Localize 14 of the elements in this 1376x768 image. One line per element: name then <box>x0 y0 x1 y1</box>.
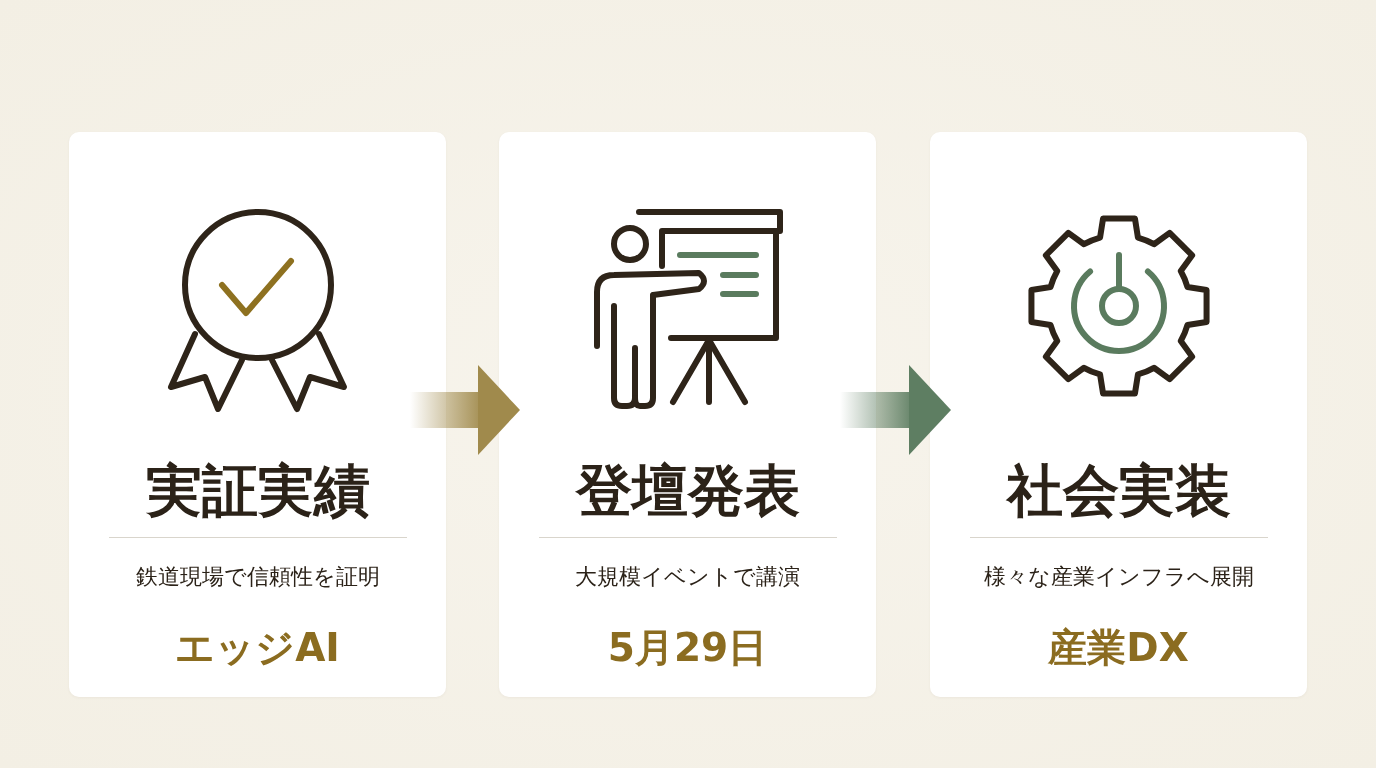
step-card <box>499 132 876 697</box>
step-description: 様々な産業インフラへ展開 <box>983 563 1254 591</box>
step-highlight: エッジAI <box>175 624 340 672</box>
step-card <box>69 132 446 697</box>
step-title: 登壇発表 <box>575 456 800 525</box>
step-highlight: 5月29日 <box>607 624 768 672</box>
step-title: 社会実装 <box>1006 456 1231 525</box>
step-title: 実証実績 <box>145 456 370 525</box>
step-description: 鉄道現場で信頼性を証明 <box>135 563 380 591</box>
step-description: 大規模イベントで講演 <box>575 563 800 591</box>
step-highlight: 産業DX <box>1048 624 1189 672</box>
flow-arrow <box>840 365 951 455</box>
step-card <box>930 132 1307 697</box>
flow-arrow <box>410 365 520 455</box>
